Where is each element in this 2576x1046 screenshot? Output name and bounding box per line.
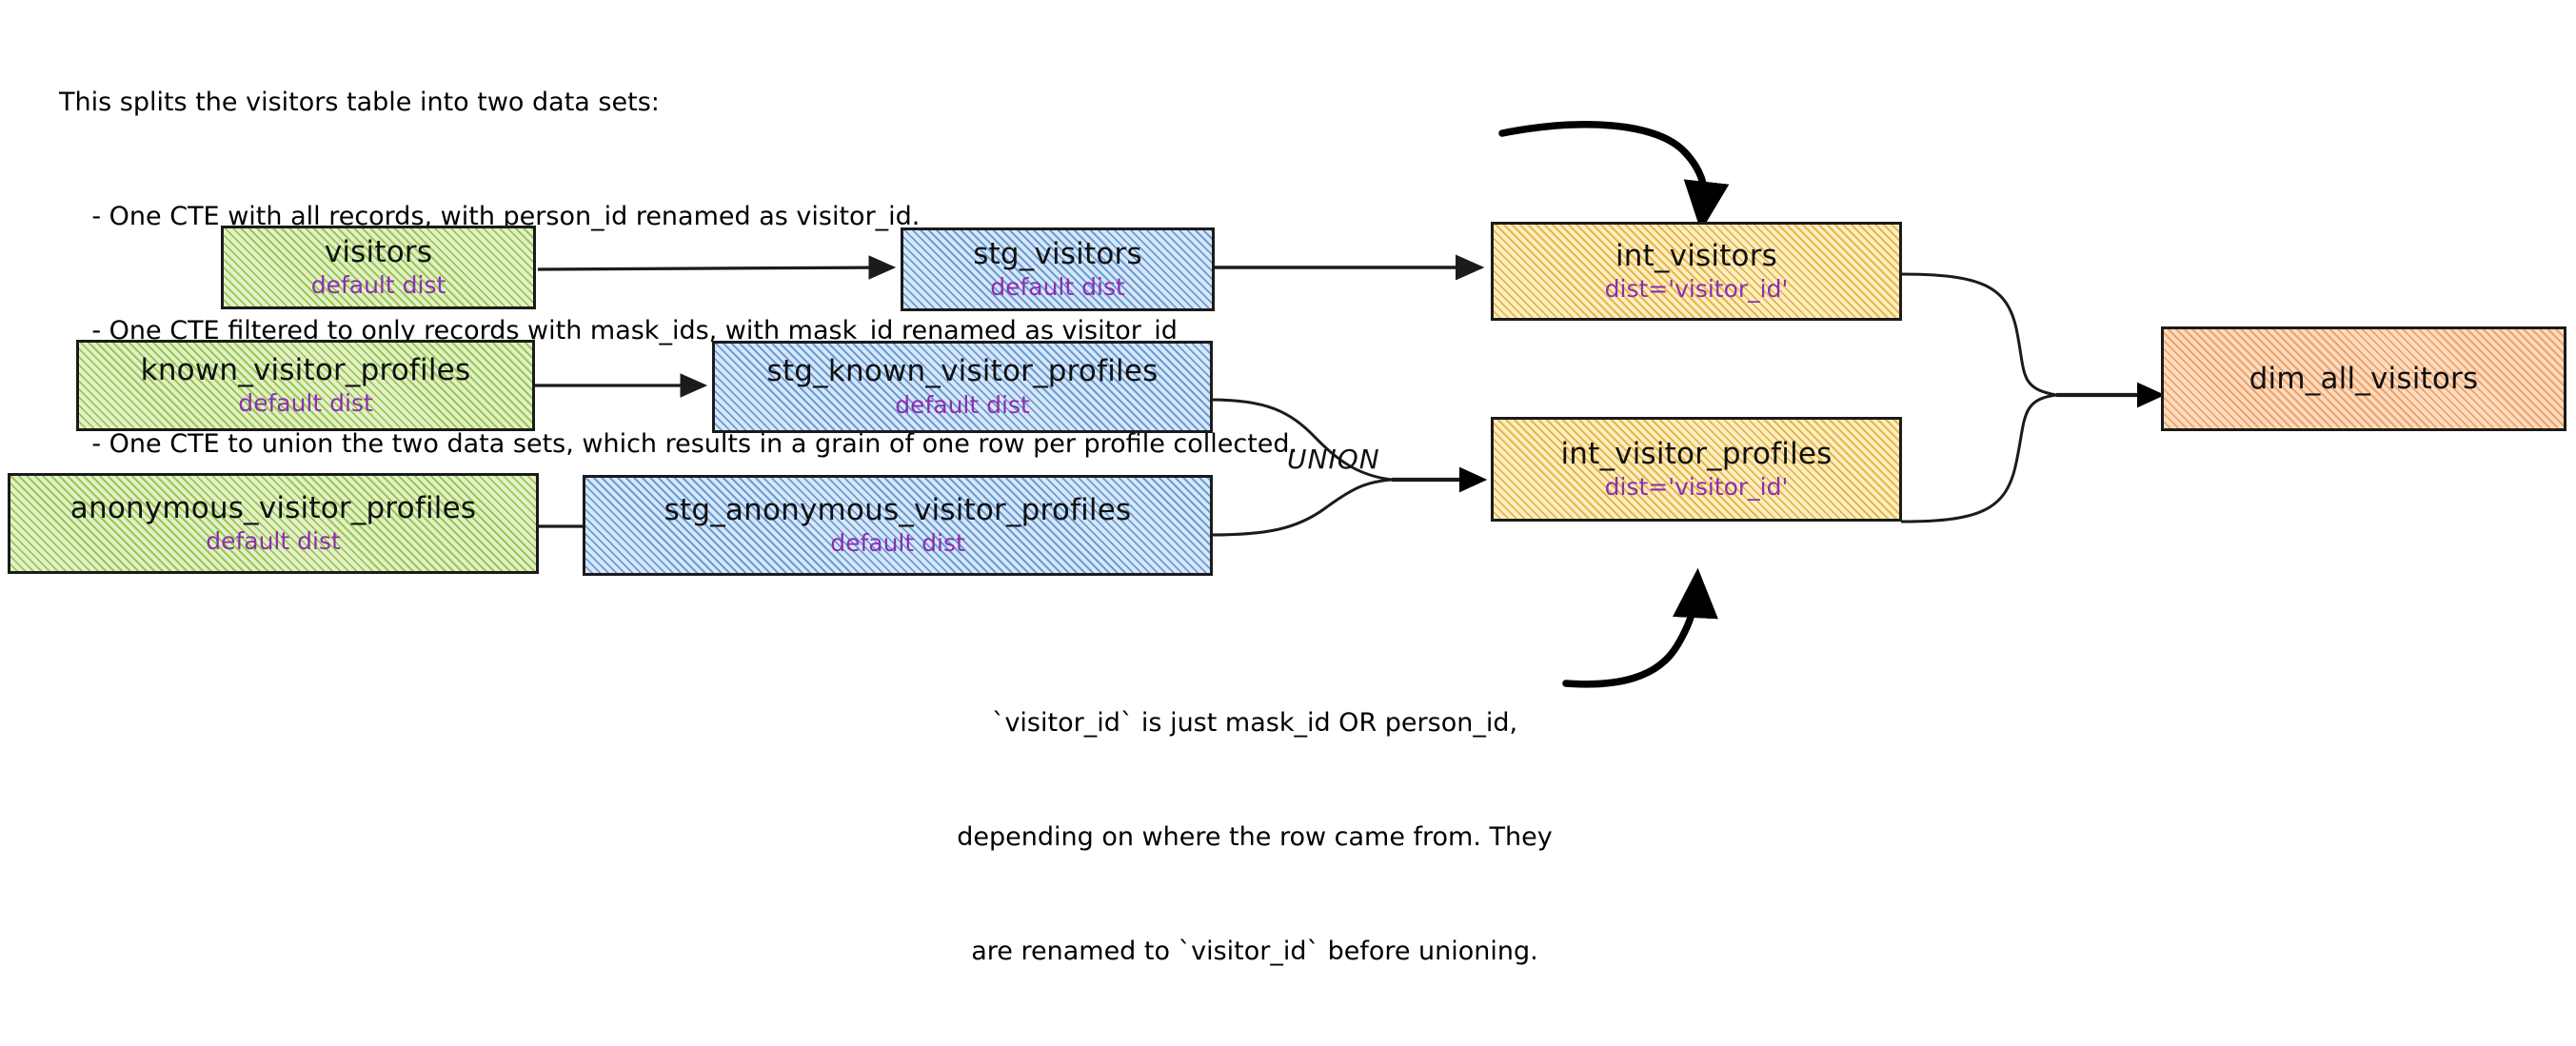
node-anonymous-visitor-profiles[interactable]: anonymous_visitor_profiles default dist	[8, 473, 539, 574]
top-note-line-2: - One CTE with all records, with person_…	[59, 201, 921, 231]
top-note-line-4: - One CTE to union the two data sets, wh…	[59, 429, 1298, 460]
node-int-visitor-profiles[interactable]: int_visitor_profiles dist='visitor_id'	[1491, 417, 1902, 522]
node-dim-all-visitors[interactable]: dim_all_visitors	[2161, 326, 2566, 431]
edge-int-visitor-profiles-to-dim	[1900, 393, 2057, 523]
node-dim-all-visitors-title: dim_all_visitors	[2249, 361, 2479, 396]
node-visitors-dist: default dist	[310, 271, 446, 300]
callout-arrow-top	[1498, 121, 1730, 232]
node-stg-visitors-dist: default dist	[990, 273, 1125, 302]
bottom-note-line-3: are renamed to `visitor_id` before union…	[971, 936, 1538, 966]
union-label: UNION	[1287, 444, 1380, 475]
node-stg-anonymous-visitor-profiles-title: stg_anonymous_visitor_profiles	[664, 492, 1132, 527]
node-int-visitors[interactable]: int_visitors dist='visitor_id'	[1491, 222, 1902, 321]
node-visitors[interactable]: visitors default dist	[221, 226, 536, 309]
diagram-canvas: This splits the visitors table into two …	[8, 87, 2566, 966]
node-stg-visitors[interactable]: stg_visitors default dist	[901, 227, 1215, 311]
callout-arrow-bottom	[1562, 567, 1718, 688]
bottom-note: `visitor_id` is just mask_id OR person_i…	[931, 628, 1578, 1046]
top-note-line-1: This splits the visitors table into two …	[59, 87, 660, 117]
node-anonymous-visitor-profiles-title: anonymous_visitor_profiles	[69, 490, 477, 525]
node-known-visitor-profiles[interactable]: known_visitor_profiles default dist	[76, 340, 535, 431]
node-stg-anonymous-visitor-profiles-dist: default dist	[830, 529, 965, 558]
node-stg-known-visitor-profiles-title: stg_known_visitor_profiles	[766, 354, 1159, 389]
node-stg-known-visitor-profiles[interactable]: stg_known_visitor_profiles default dist	[712, 341, 1213, 433]
node-int-visitor-profiles-dist: dist='visitor_id'	[1604, 473, 1789, 502]
node-stg-visitors-title: stg_visitors	[973, 236, 1142, 271]
edge-int-visitors-to-dim	[1900, 272, 2057, 397]
node-int-visitor-profiles-title: int_visitor_profiles	[1560, 436, 1833, 471]
node-int-visitors-title: int_visitors	[1615, 238, 1778, 273]
node-anonymous-visitor-profiles-dist: default dist	[206, 527, 341, 556]
bottom-note-line-1: `visitor_id` is just mask_id OR person_i…	[991, 707, 1518, 738]
node-stg-anonymous-visitor-profiles[interactable]: stg_anonymous_visitor_profiles default d…	[583, 475, 1213, 576]
node-known-visitor-profiles-title: known_visitor_profiles	[140, 352, 471, 387]
bottom-note-line-2: depending on where the row came from. Th…	[957, 821, 1553, 852]
node-int-visitors-dist: dist='visitor_id'	[1604, 275, 1789, 304]
node-visitors-title: visitors	[324, 234, 433, 269]
node-known-visitor-profiles-dist: default dist	[238, 389, 373, 418]
node-stg-known-visitor-profiles-dist: default dist	[895, 390, 1030, 419]
